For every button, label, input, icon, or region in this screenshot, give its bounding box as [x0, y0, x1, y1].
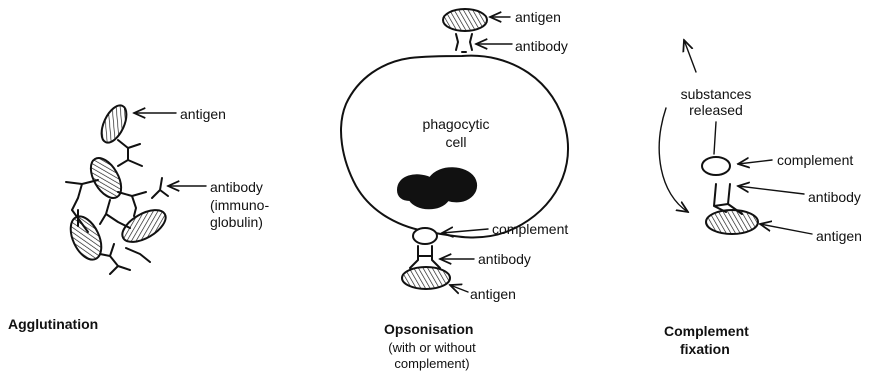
- agglutination-antigen-label: antigen: [180, 106, 226, 122]
- antigen-ellipse: [85, 153, 128, 203]
- agglutination-antibody-note-1: (immuno-: [210, 197, 269, 213]
- antibody-link: [66, 180, 98, 210]
- agglutination-title: Agglutination: [8, 316, 98, 333]
- bottom-antibody: [410, 246, 440, 268]
- agglutination-antibody-note-2: globulin): [210, 214, 263, 230]
- phagocytic-cell-label-2: cell: [396, 134, 516, 150]
- fixation-antigen-label: antigen: [816, 228, 862, 244]
- opsonisation-complement-label: complement: [492, 221, 568, 237]
- cell-nucleus: [398, 168, 476, 208]
- fixation-complement-label: complement: [777, 152, 853, 168]
- top-antigen-ellipse: [443, 9, 487, 31]
- fixation-antibody-label: antibody: [808, 189, 861, 205]
- complement-fixation-title-2: fixation: [680, 341, 730, 358]
- antibody-link: [100, 200, 130, 228]
- antibody-link: [118, 192, 146, 216]
- arrow: [738, 186, 804, 194]
- antibody-link: [118, 140, 142, 166]
- antigen-ellipse: [64, 212, 107, 265]
- antigen-ellipse: [706, 210, 758, 234]
- complement-ellipse: [702, 157, 730, 175]
- antibody-link: [126, 248, 150, 262]
- antibody-link: [152, 178, 168, 198]
- substances-released-label-1: substances: [654, 86, 778, 102]
- release-up-arrow: [684, 40, 696, 72]
- arrow: [450, 285, 468, 292]
- antigen-ellipse: [117, 204, 171, 249]
- antigen-ellipse: [96, 102, 131, 147]
- release-curve-arrow: [659, 108, 688, 212]
- arrow: [738, 160, 772, 164]
- opsonisation-top-antigen-label: antigen: [515, 9, 561, 25]
- arrow: [760, 224, 812, 234]
- top-antibody: [456, 34, 472, 52]
- opsonisation-subtitle-2: complement): [362, 356, 502, 371]
- complement-ellipse: [413, 228, 437, 244]
- complement-fixation-figure: [659, 40, 812, 234]
- complement-fixation-title-1: Complement: [664, 323, 749, 340]
- opsonisation-title: Opsonisation: [384, 321, 473, 338]
- opsonisation-bottom-antibody-label: antibody: [478, 251, 531, 267]
- opsonisation-top-antibody-label: antibody: [515, 38, 568, 54]
- phagocytic-cell-label-1: phagocytic: [396, 116, 516, 132]
- opsonisation-bottom-antigen-label: antigen: [470, 286, 516, 302]
- bottom-antigen-ellipse: [402, 267, 450, 289]
- agglutination-antibody-label: antibody: [210, 179, 263, 195]
- agglutination-figure: [64, 102, 206, 274]
- release-connector: [714, 122, 716, 154]
- substances-released-label-2: released: [654, 102, 778, 118]
- opsonisation-subtitle-1: (with or without: [362, 340, 502, 355]
- arrow: [442, 229, 488, 233]
